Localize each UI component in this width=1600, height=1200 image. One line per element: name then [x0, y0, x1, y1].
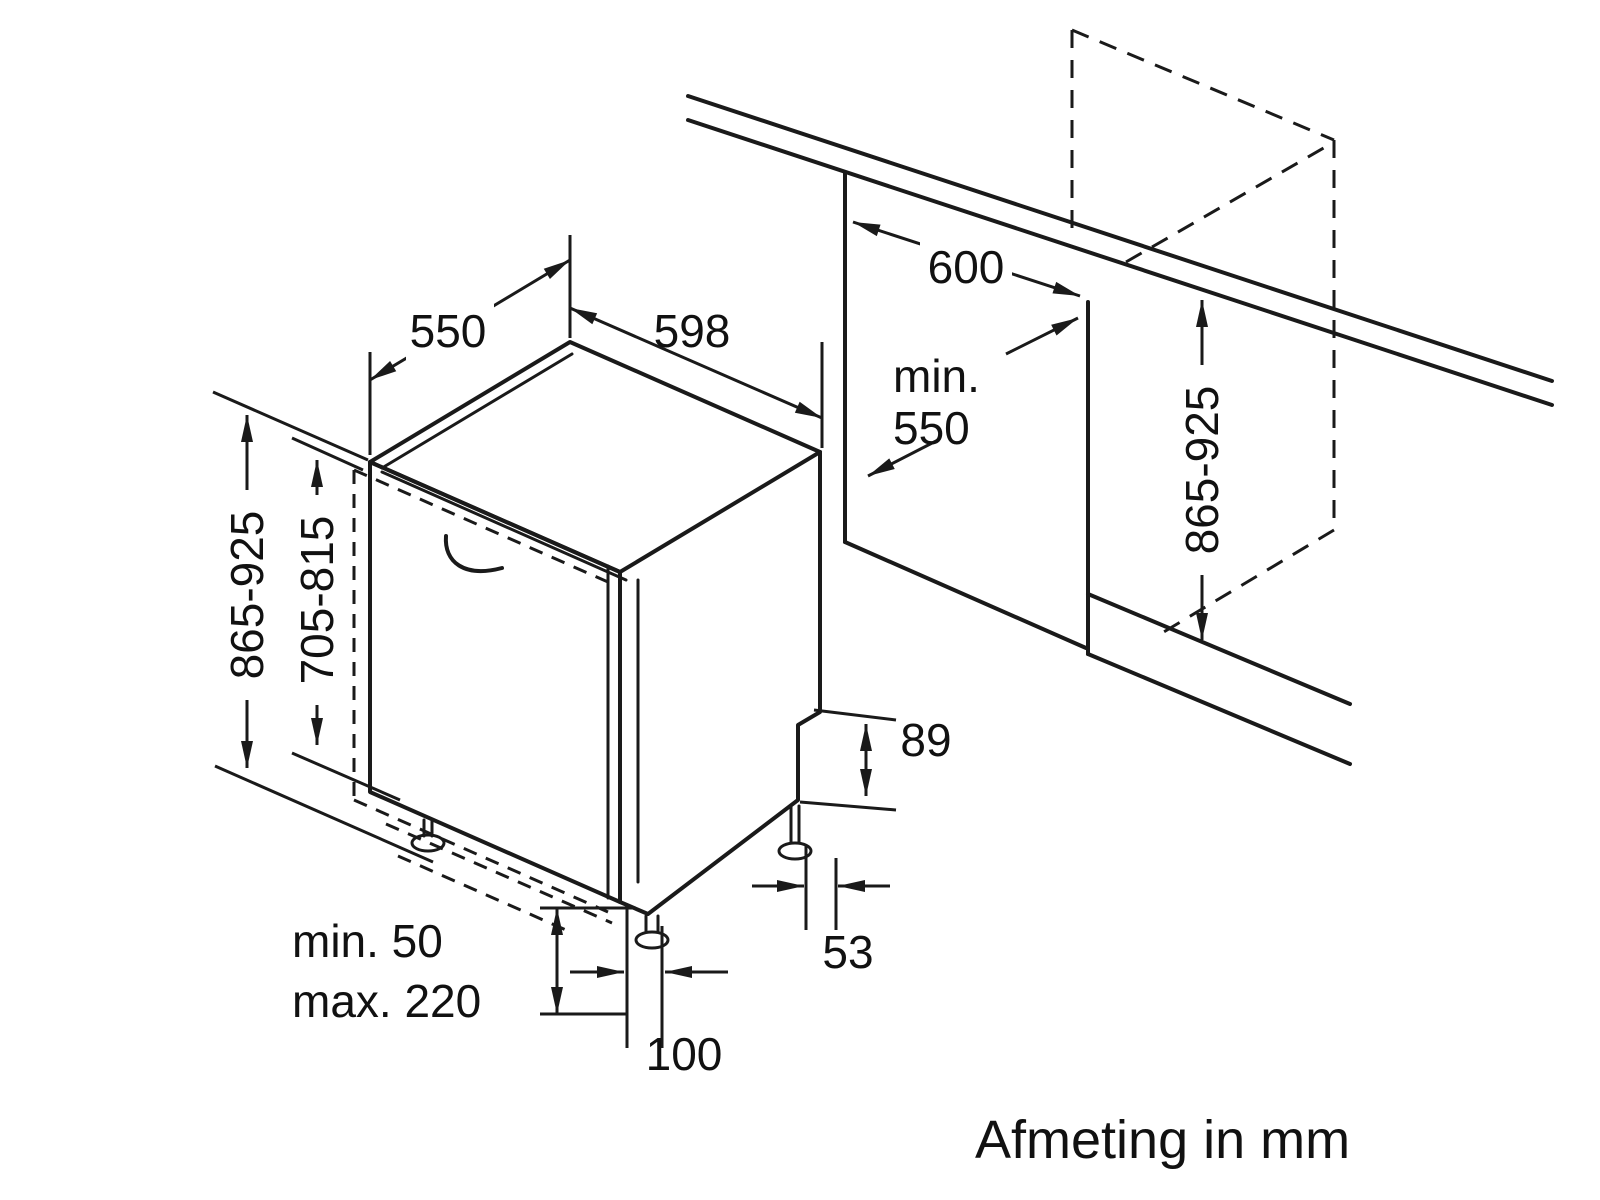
cabinet-niche — [686, 94, 1554, 766]
dim-label-niche-width: 600 — [928, 241, 1005, 293]
dim-label-niche-depth-value: 550 — [893, 402, 970, 454]
dim-label-niche-depth-min: min. — [893, 350, 980, 402]
diagram-caption: Afmeting in mm — [975, 1110, 1350, 1170]
dishwasher-outline — [368, 340, 822, 916]
dim-label-plinth-max: max. 220 — [292, 975, 481, 1027]
dim-label-appliance-height: 865-925 — [221, 511, 273, 680]
dim-label-niche-height: 865-925 — [1176, 386, 1228, 555]
dishwasher-hidden-edges — [352, 468, 613, 932]
door-handle-icon — [443, 534, 504, 574]
dim-label-appliance-depth: 550 — [410, 305, 487, 357]
dim-label-plinth-min: min. 50 — [292, 915, 443, 967]
label-backgrounds — [221, 236, 1228, 705]
dim-label-door-height: 705-815 — [291, 516, 343, 685]
dim-label-front-foot-depth: 100 — [646, 1028, 723, 1080]
dim-label-base-recess-depth: 53 — [822, 926, 873, 978]
leveling-foot — [777, 804, 813, 861]
leveling-foot — [634, 914, 670, 950]
niche-hidden-edges — [1070, 28, 1336, 635]
leveling-feet — [410, 804, 813, 950]
dim-label-appliance-width: 598 — [654, 305, 731, 357]
dimension-labels: 550 598 600 min. 550 865-925 705-815 865… — [221, 241, 1228, 1080]
dim-label-base-recess-height: 89 — [900, 714, 951, 766]
dimension-arrows — [241, 220, 1208, 1014]
